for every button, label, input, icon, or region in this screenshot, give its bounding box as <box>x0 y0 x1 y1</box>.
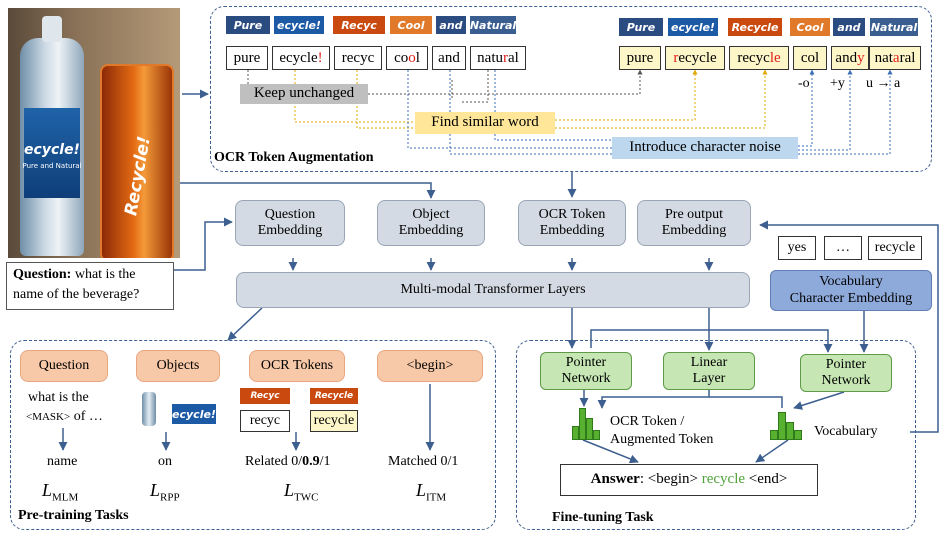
vocab-histogram-label: Vocabulary <box>814 424 878 439</box>
ocr-histogram-label-2: Augmented Token <box>610 432 714 447</box>
pretrain-head-question: Question <box>20 350 108 382</box>
beverage-photo: ecycle! Pure and Natural Recycle! <box>8 8 180 258</box>
logo-pure: Pure <box>226 16 270 34</box>
new-token-pure: pure <box>619 46 661 70</box>
note-u-to-a: u → a <box>866 76 901 91</box>
orig-token-recyc: recyc <box>334 46 382 70</box>
logo-cool-right: Cool <box>790 18 830 36</box>
ocr-histogram-label-1: OCR Token / <box>610 414 685 429</box>
vocab-token-yes: yes <box>778 236 816 260</box>
question-text-2: name of the beverage? <box>13 287 140 302</box>
mask-token: <MASK> <box>26 411 71 423</box>
finetuning-panel <box>516 340 916 530</box>
ocr-logo-recyc: Recyc <box>240 388 290 404</box>
pretrain-head-begin: <begin> <box>377 350 483 382</box>
logo-recyc: Recyc <box>333 16 385 34</box>
logo-recycle-right: Recycle <box>728 18 782 36</box>
bottle: ecycle! Pure and Natural <box>20 16 84 256</box>
bottle-brand: ecycle! <box>24 142 80 158</box>
finetuning-title: Fine-tuning Task <box>552 510 654 525</box>
keep-unchanged-label: Keep unchanged <box>240 84 368 104</box>
pretrain-head-ocr-tokens: OCR Tokens <box>249 350 345 382</box>
logo-and: and <box>436 16 466 34</box>
introduce-noise-label: Introduce character noise <box>612 137 798 159</box>
loss-itm: LITM <box>416 480 447 504</box>
logo-natural: Natural <box>470 16 516 34</box>
logo-ecycle-right: ecycle! <box>668 18 718 36</box>
loss-twc: LTWC <box>284 480 319 504</box>
pretrain-ocr-token-recyc: recyc <box>240 410 290 432</box>
orig-token-pure: pure <box>226 46 268 70</box>
question-label: Question: <box>13 267 72 282</box>
object-logo: ecycle! <box>172 404 216 424</box>
ocr-logo-recycle: Recycle <box>310 388 358 404</box>
answer-label: Answer <box>590 471 640 488</box>
vocab-histogram <box>770 408 806 440</box>
output-matched: Matched 0/1 <box>388 454 459 469</box>
answer-begin: <begin> <box>647 471 698 488</box>
orig-token-ecycle: ecycle! <box>272 46 330 70</box>
logo-cool: Cool <box>390 16 432 34</box>
output-related: Related 0/0.9/1 <box>245 454 331 469</box>
multimodal-transformer: Multi-modal Transformer Layers <box>236 272 750 308</box>
logo-natural-right: Natural <box>870 18 918 36</box>
loss-rpp: LRPP <box>150 480 180 504</box>
find-similar-label: Find similar word <box>415 112 555 134</box>
pretrain-question-text: what is the <box>28 390 89 405</box>
pretraining-panel <box>10 340 496 530</box>
pretraining-title: Pre-training Tasks <box>18 508 129 523</box>
pretrain-ocr-token-recycle: recycle <box>310 410 358 432</box>
augmentation-title: OCR Token Augmentation <box>214 150 374 165</box>
note-minus-o: -o <box>798 76 810 91</box>
mask-tail: of … <box>73 409 103 424</box>
note-plus-y: +y <box>830 76 845 91</box>
new-token-col: col <box>793 46 827 70</box>
orig-token-and: and <box>432 46 466 70</box>
logo-pure-right: Pure <box>619 18 663 36</box>
question-box: Question: what is the name of the bevera… <box>6 262 174 310</box>
ocr-histogram <box>572 408 604 440</box>
can-text: Recycle! <box>121 134 155 218</box>
ocr-augmentation-panel <box>210 6 932 172</box>
can: Recycle! <box>100 64 174 258</box>
answer-end: <end> <box>748 471 788 488</box>
vocab-token-ellipsis: … <box>824 236 862 260</box>
pretrain-question-mask-line: <MASK> of … <box>26 409 103 425</box>
vocab-token-recycle: recycle <box>868 236 922 260</box>
logo-and-right: and <box>833 18 865 36</box>
answer-word: recycle <box>701 471 746 488</box>
object-bottle-thumb <box>142 392 156 426</box>
pretrain-head-objects: Objects <box>136 350 220 382</box>
output-name: name <box>47 454 78 469</box>
bottle-subtext: Pure and Natural <box>22 162 82 170</box>
loss-mlm: LMLM <box>42 480 79 504</box>
logo-ecycle: ecycle! <box>274 16 324 34</box>
answer-box: Answer: <begin> recycle <end> <box>560 464 818 496</box>
question-text-1: what is the <box>74 267 136 282</box>
output-on: on <box>158 454 172 469</box>
